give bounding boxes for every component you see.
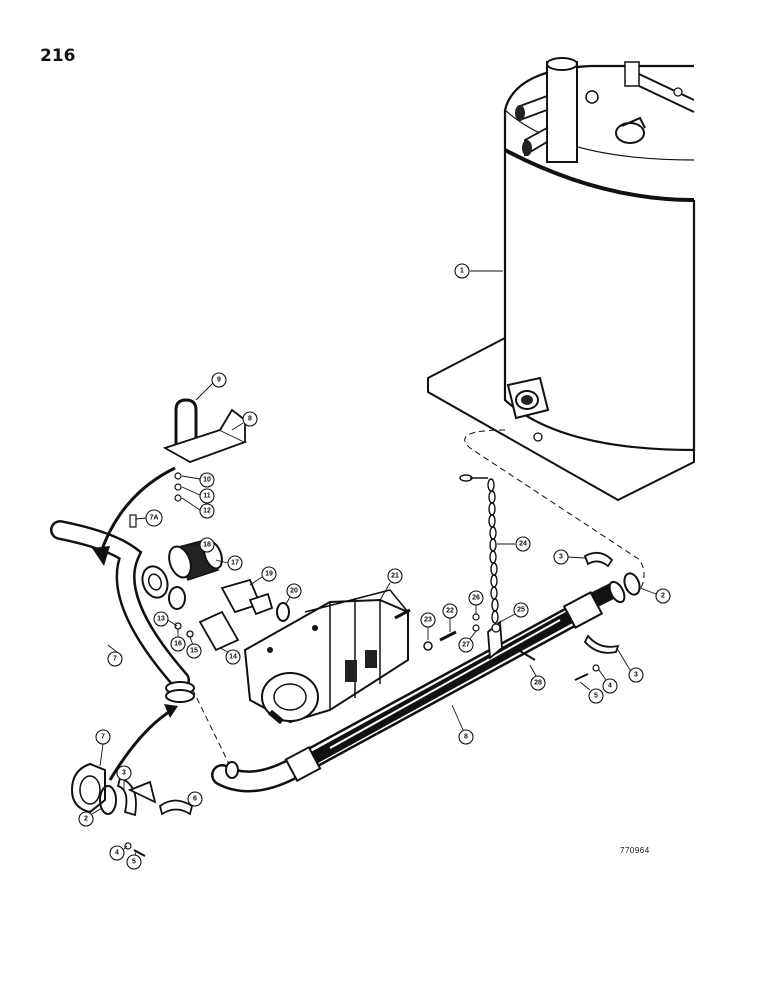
callout-4-lower-left: 4 (109, 845, 125, 861)
callout-3-lower-left: 3 (116, 765, 132, 781)
callout-21: 21 (387, 568, 403, 584)
suction-tube (50, 520, 195, 703)
suction-hose (211, 580, 626, 793)
callout-23: 23 (420, 612, 436, 628)
callout-14: 14 (225, 649, 241, 665)
callout-5-lower-left: 5 (126, 854, 142, 870)
svg-text:20: 20 (290, 588, 298, 595)
suction-fittings (141, 539, 290, 652)
callout-20: 20 (286, 583, 302, 599)
svg-text:28: 28 (534, 680, 542, 687)
callout-25: 25 (513, 602, 529, 618)
routing-dashed-line (464, 429, 645, 591)
assembly-arrow (98, 466, 176, 556)
svg-text:2: 2 (661, 593, 665, 600)
callout-8: 8 (242, 411, 258, 427)
svg-text:4: 4 (608, 683, 612, 690)
svg-text:2: 2 (84, 816, 88, 823)
callout-3: 3 (553, 549, 569, 565)
svg-text:24: 24 (519, 541, 527, 548)
svg-text:23: 23 (424, 617, 432, 624)
callout-8-hose: 8 (458, 729, 474, 745)
callout-6: 6 (187, 791, 203, 807)
svg-text:11: 11 (203, 493, 211, 500)
svg-text:19: 19 (265, 571, 273, 578)
figure-code: 770964 (620, 846, 650, 855)
svg-text:22: 22 (446, 608, 454, 615)
hydraulic-pump (243, 589, 411, 725)
flange-detail (70, 762, 194, 857)
svg-text:21: 21 (391, 573, 399, 580)
callout-18: 18 (199, 537, 215, 553)
callout-4: 4 (602, 678, 618, 694)
svg-text:3: 3 (634, 672, 638, 679)
callout-26: 26 (468, 590, 484, 606)
svg-text:4: 4 (115, 850, 119, 857)
svg-text:1: 1 (460, 268, 464, 275)
callout-19: 19 (261, 566, 277, 582)
callout-7: 7 (107, 651, 123, 667)
callout-10: 10 (199, 472, 215, 488)
callout-28: 28 (530, 675, 546, 691)
svg-text:5: 5 (132, 859, 136, 866)
svg-text:12: 12 (203, 508, 211, 515)
svg-text:26: 26 (472, 595, 480, 602)
svg-text:8: 8 (464, 734, 468, 741)
callout-2-lower-left: 2 (78, 811, 94, 827)
svg-text:3: 3 (122, 770, 126, 777)
assembly-arrow (108, 708, 173, 781)
svg-text:6: 6 (193, 796, 197, 803)
callout-22: 22 (442, 603, 458, 619)
svg-text:8: 8 (248, 416, 252, 423)
callout-11: 11 (199, 488, 215, 504)
callout-7a: 7A (145, 509, 163, 527)
svg-text:5: 5 (594, 693, 598, 700)
svg-text:27: 27 (462, 642, 470, 649)
svg-text:14: 14 (229, 654, 237, 661)
clamp-half (583, 634, 620, 654)
callout-12: 12 (199, 503, 215, 519)
chain (459, 474, 499, 624)
reservoir-tank (427, 57, 696, 502)
svg-text:18: 18 (203, 542, 211, 549)
svg-text:7: 7 (101, 734, 105, 741)
svg-text:15: 15 (190, 648, 198, 655)
callout-15: 15 (186, 643, 202, 659)
svg-text:3: 3 (559, 554, 563, 561)
callout-17: 17 (227, 555, 243, 571)
page-number: 216 (40, 46, 76, 66)
callout-9: 9 (211, 372, 227, 388)
callout-1: 1 (454, 263, 470, 279)
callout-13: 13 (153, 611, 169, 627)
svg-text:16: 16 (174, 641, 182, 648)
callout-7-lower: 7 (95, 729, 111, 745)
svg-text:7A: 7A (150, 515, 159, 522)
u-bolt-bracket (129, 398, 248, 528)
hose-bracket (487, 620, 536, 661)
callout-2: 2 (655, 588, 671, 604)
svg-text:10: 10 (203, 477, 211, 484)
svg-text:7: 7 (113, 656, 117, 663)
callout-27: 27 (458, 637, 474, 653)
callout-5: 5 (588, 688, 604, 704)
callout-16: 16 (170, 636, 186, 652)
svg-text:25: 25 (517, 607, 525, 614)
callout-24: 24 (515, 536, 531, 552)
filler-neck (546, 61, 578, 163)
svg-text:9: 9 (217, 377, 221, 384)
callouts: 1 9 8 10 11 12 7A 18 17 19 20 21 13 (78, 263, 671, 870)
clamp-half (583, 551, 614, 568)
svg-text:17: 17 (231, 560, 239, 567)
svg-text:13: 13 (157, 616, 165, 623)
o-ring (623, 572, 641, 596)
callout-3-lower: 3 (628, 667, 644, 683)
